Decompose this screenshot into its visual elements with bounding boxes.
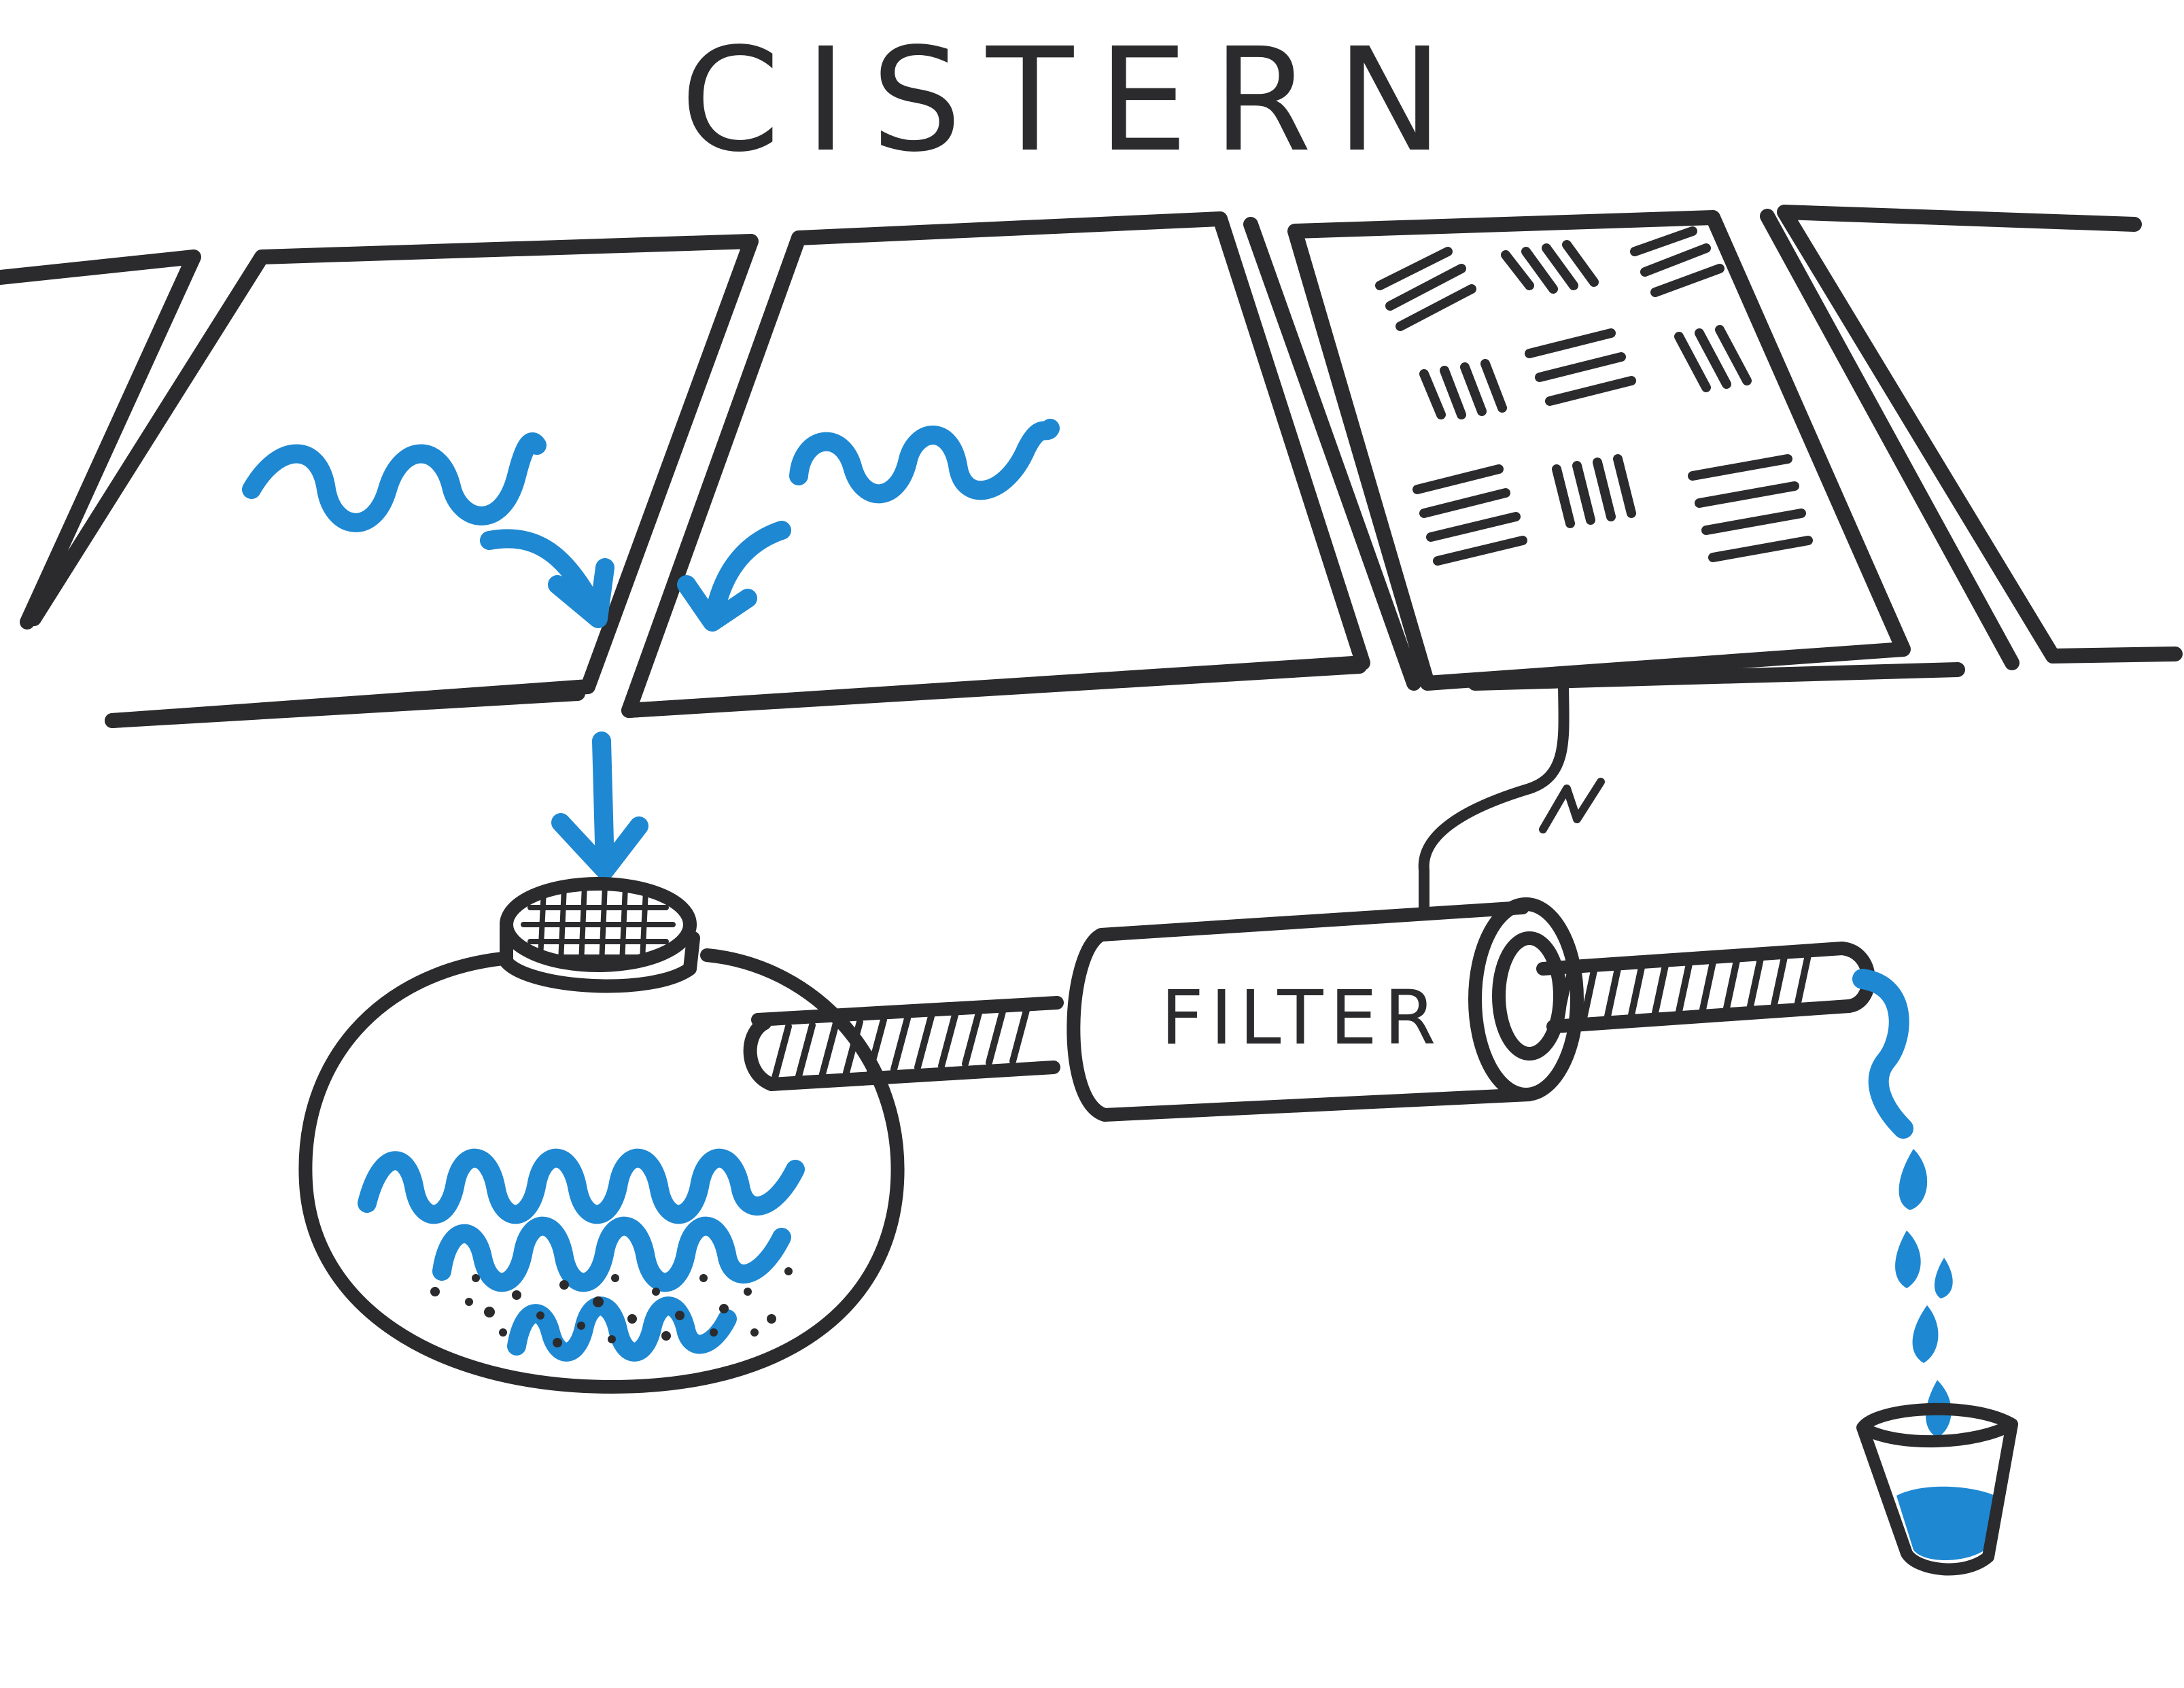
roof-base-line [105, 659, 1965, 728]
outlet-pipe [1492, 931, 1875, 1061]
rain-arrow-right [677, 521, 791, 632]
cistern-tank-icon [298, 877, 905, 1394]
tank-inlet-screen [500, 877, 697, 972]
roof-panels [0, 205, 2183, 728]
cup-outline [1856, 1402, 2018, 1576]
cup-icon [1856, 1402, 2018, 1576]
water-stream [1852, 969, 1913, 1139]
rain-wave-left [242, 432, 547, 532]
cup-water [1896, 1486, 1995, 1560]
inlet-pipe [743, 996, 1064, 1091]
tank-inlet-collar [500, 921, 700, 993]
roof-panel-right-partial [1760, 205, 2183, 670]
inlet-mesh [521, 882, 676, 967]
rain-arrow-down [551, 731, 648, 880]
rain-wave-right [789, 419, 1060, 504]
solar-panel-frame [1243, 210, 1911, 691]
rain-wave-icon [242, 419, 1060, 880]
lightning-icon [1539, 778, 1605, 833]
tank-water [358, 1148, 805, 1362]
filter-body [1067, 901, 1536, 1122]
power-wire [1418, 674, 1570, 920]
rain-arrow-left [480, 529, 614, 628]
filter-label: FILTER [1161, 974, 1443, 1061]
roof-panel-left-partial [0, 249, 201, 630]
solar-panel-icon [1375, 226, 1813, 566]
diagram-title: CISTERN [680, 17, 1468, 184]
filter-cylinder-icon: FILTER [1067, 897, 1584, 1122]
tank-sediment [430, 1267, 793, 1347]
filter-end-cap [1468, 897, 1584, 1101]
outlet-water [1852, 969, 1953, 1438]
water-droplets [1895, 1149, 1953, 1438]
